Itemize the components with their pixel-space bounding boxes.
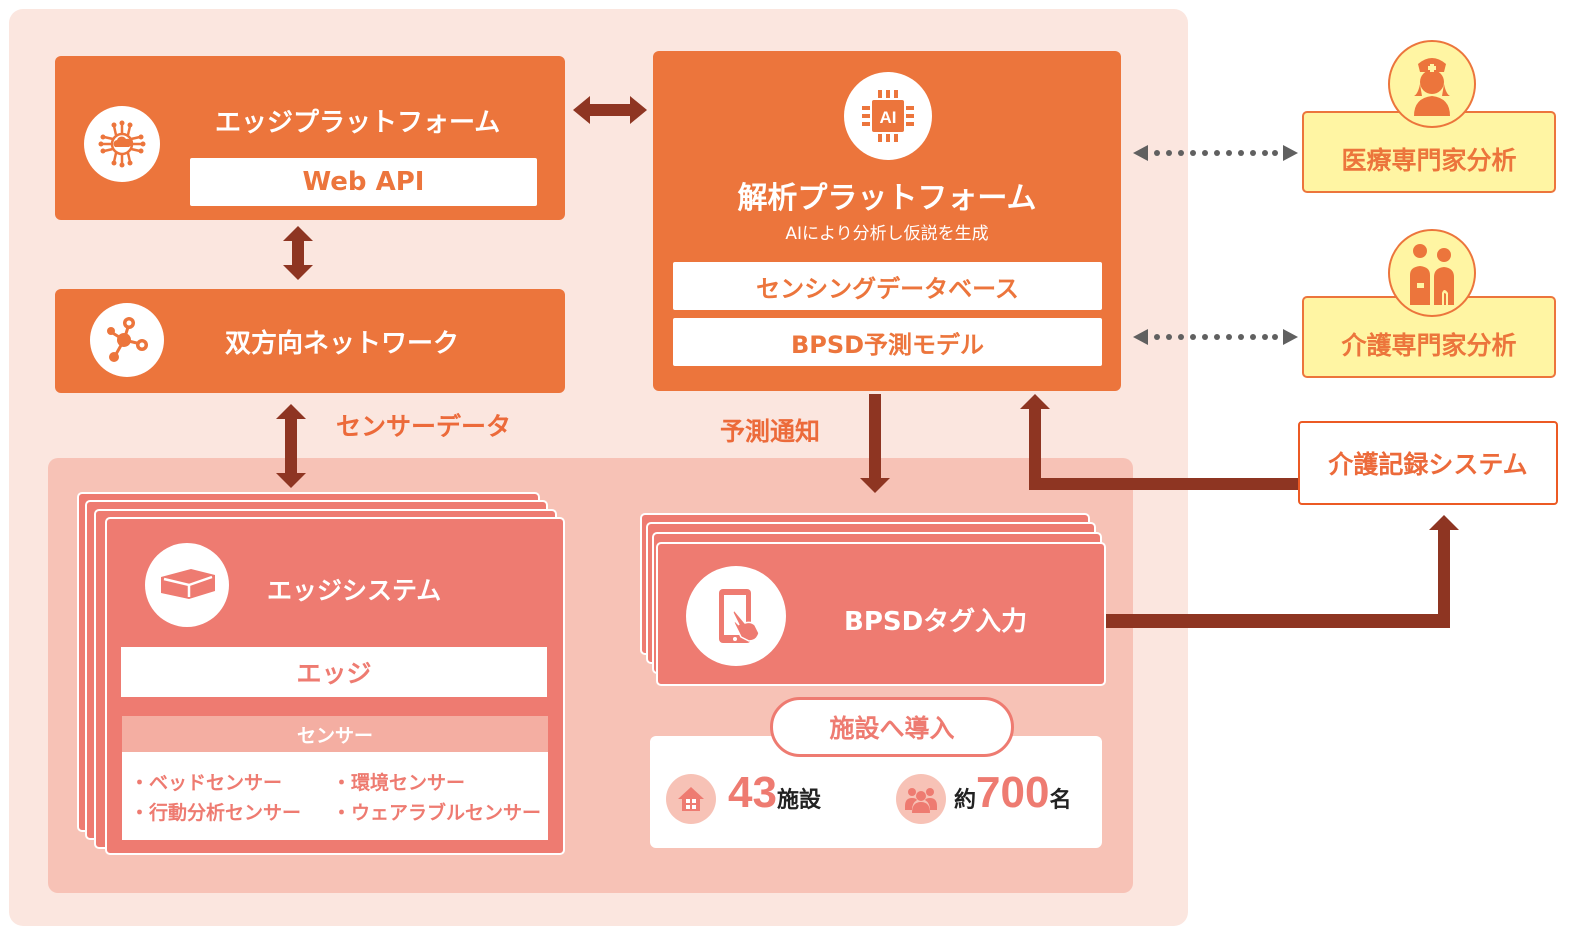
analysis-platform-title: 解析プラットフォーム (737, 181, 1037, 216)
people-number: 700 (976, 768, 1050, 817)
house-icon (666, 774, 716, 824)
edge-label: エッジ (121, 647, 547, 697)
network-title: 双方向ネットワーク (225, 329, 460, 359)
network-box: 双方向ネットワーク (55, 289, 565, 393)
sensor-item-behavior: ・行動分析センサー (130, 802, 302, 824)
edge-device-icon (145, 543, 229, 627)
sensor-list: ・ベッドセンサー ・環境センサー ・行動分析センサー ・ウェアラブルセンサー (122, 752, 548, 840)
prediction-notice-label: 予測通知 (720, 417, 821, 446)
people-prefix: 約 (954, 788, 977, 813)
edge-network-arrow (283, 226, 313, 280)
facilities-number: 43 (728, 768, 777, 817)
edge-platform-title: エッジプラットフォーム (215, 108, 501, 138)
sensor-data-label: センサーデータ (336, 412, 512, 441)
facility-stats-card: 43施設 約700名 (650, 736, 1102, 848)
care-record-label: 介護記録システム (1328, 450, 1528, 479)
care-expert-box: 介護専門家分析 (1302, 296, 1556, 378)
ai-chip-label: AI (880, 108, 897, 127)
prediction-arrow (860, 394, 890, 493)
people-icon (896, 774, 946, 824)
facility-badge: 施設へ導入 (770, 697, 1014, 757)
bpsd-to-care-record-arrow (1104, 515, 1459, 628)
bpsd-tag-title: BPSDタグ入力 (844, 607, 1028, 637)
network-icon (90, 303, 164, 377)
sensor-item-bed: ・ベッドセンサー (130, 772, 283, 794)
edge-system-title: エッジシステム (267, 576, 442, 605)
sensing-database-label: センシングデータベース (673, 262, 1102, 310)
edge-platform-box: エッジプラットフォーム Web API (55, 56, 565, 220)
sensor-item-environment: ・環境センサー (332, 772, 466, 794)
edge-analysis-arrow (573, 96, 647, 124)
care-record-to-analysis-arrow (1020, 394, 1298, 490)
care-expert-link (1133, 329, 1298, 345)
analysis-platform-subtitle: AIにより分析し仮説を生成 (785, 224, 989, 244)
care-expert-label: 介護専門家分析 (1341, 331, 1517, 360)
people-unit: 名 (1049, 788, 1072, 813)
edge-system-card: エッジシステム エッジ センサー ・ベッドセンサー ・環境センサー ・行動分析セ… (105, 517, 565, 855)
network-sensor-arrow (276, 404, 306, 488)
facility-badge-label: 施設へ導入 (829, 714, 955, 743)
ai-chip-icon: AI (844, 72, 932, 160)
sensor-header: センサー (122, 716, 548, 752)
care-record-box: 介護記録システム (1298, 421, 1558, 505)
nurse-icon (1388, 40, 1476, 128)
caregivers-icon (1388, 229, 1476, 317)
medical-expert-label: 医療専門家分析 (1341, 146, 1517, 175)
bpsd-tag-card: BPSDタグ入力 (656, 542, 1106, 686)
analysis-platform-box: AI 解析プラットフォーム AIにより分析し仮説を生成 センシングデータベース … (653, 51, 1121, 391)
facilities-unit: 施設 (776, 788, 821, 813)
iot-cloud-icon (84, 106, 160, 182)
facilities-count: 43施設 (728, 768, 821, 818)
people-count: 約700名 (954, 768, 1071, 818)
tablet-tap-icon (686, 566, 786, 666)
medical-expert-link (1133, 145, 1298, 161)
bpsd-model-label: BPSD予測モデル (673, 318, 1102, 366)
sensor-item-wearable: ・ウェアラブルセンサー (332, 802, 542, 824)
web-api-label: Web API (190, 158, 537, 206)
